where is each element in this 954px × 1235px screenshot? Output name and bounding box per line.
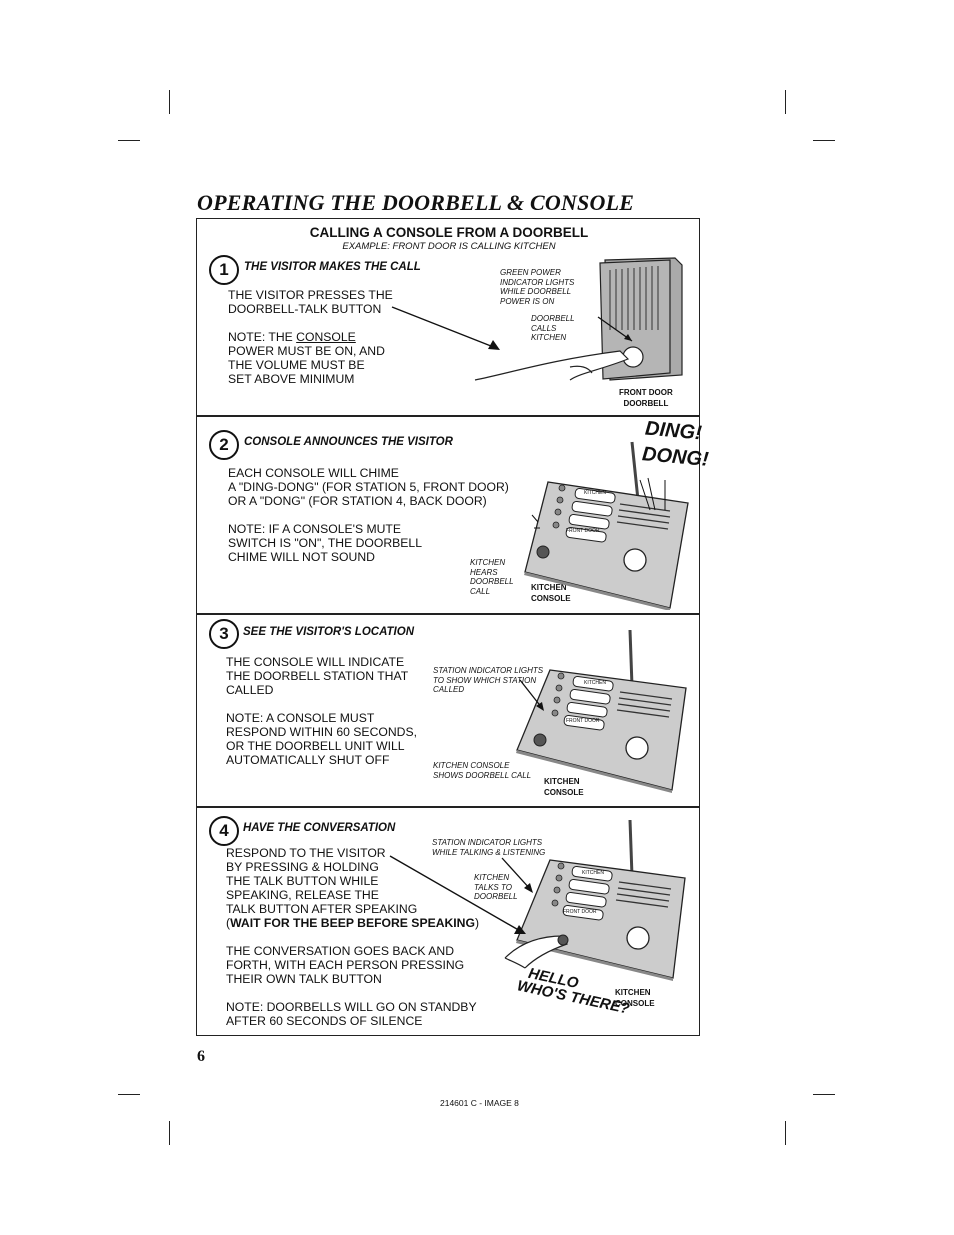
divider [197,415,699,417]
step-note: NOTE: A CONSOLE MUST RESPOND WITHIN 60 S… [226,711,417,767]
step-number: 2 [209,430,239,460]
step-text: THE VISITOR PRESSES THE DOORBELL-TALK BU… [228,288,393,316]
step-text: EACH CONSOLE WILL CHIME A "DING-DONG" (F… [228,466,509,508]
step-body: RESPOND TO THE VISITOR BY PRESSING & HOL… [226,846,479,1042]
step-title: HAVE THE CONVERSATION [243,822,396,834]
caption-calls: DOORBELL CALLS KITCHEN [531,314,575,342]
step-body: THE VISITOR PRESSES THE DOORBELL-TALK BU… [228,288,393,400]
step-text: THE CONSOLE WILL INDICATE THE DOORBELL S… [226,655,409,697]
wait-bold: WAIT FOR THE BEEP BEFORE SPEAKING [230,916,475,930]
step-note: NOTE: IF A CONSOLE'S MUTE SWITCH IS "ON"… [228,522,422,564]
step-note: NOTE: THE CONSOLE POWER MUST BE ON, AND … [228,330,393,386]
device-label: KITCHEN CONSOLE [531,583,571,603]
step-number: 1 [209,255,239,285]
step-text: THE CONVERSATION GOES BACK AND FORTH, WI… [226,944,465,986]
step-number: 4 [209,816,239,846]
step-text: RESPOND TO THE VISITOR BY PRESSING & HOL… [226,846,418,916]
crop-mark [169,1121,170,1145]
caption-indicator: STATION INDICATOR LIGHTS TO SHOW WHICH S… [433,666,544,694]
console-frontdoor-label: FRONT DOOR [563,909,597,915]
step-body: EACH CONSOLE WILL CHIME A "DING-DONG" (F… [228,466,509,578]
step-number: 3 [209,619,239,649]
arrow-icon [391,306,500,350]
crop-mark [118,1094,140,1095]
console-kitchen-label: KITCHEN [584,680,606,686]
crop-mark [813,1094,835,1095]
page-title: OPERATING THE DOORBELL & CONSOLE [197,190,635,215]
step-title: THE VISITOR MAKES THE CALL [244,261,421,273]
divider [197,613,699,615]
doorbell-body-icon [599,257,683,381]
caption-power: GREEN POWER INDICATOR LIGHTS WHILE DOORB… [500,268,575,306]
note-prefix: NOTE: THE [228,330,297,344]
crop-mark [118,140,140,141]
finger-icon [474,350,630,381]
page-number: 6 [197,1048,205,1065]
caption-talks: KITCHEN TALKS TO DOORBELL [474,873,518,901]
console-kitchen-label: KITCHEN [584,490,606,496]
crop-mark [813,140,835,141]
wait-close: ) [474,916,480,930]
crop-mark [169,90,170,114]
divider [197,806,699,808]
console-illustration [524,441,689,610]
note-underlined: CONSOLE [296,330,356,344]
step-body: THE CONSOLE WILL INDICATE THE DOORBELL S… [226,655,417,781]
caption-indicator: STATION INDICATOR LIGHTS WHILE TALKING &… [432,838,546,857]
crop-mark [785,1121,786,1145]
frame-header: CALLING A CONSOLE FROM A DOORBELL EXAMPL… [197,225,701,252]
console-frontdoor-label: FRONT DOOR [566,528,600,534]
doorbell-illustration [474,257,683,381]
caption-hears: KITCHEN HEARS DOORBELL CALL [470,558,514,596]
crop-mark [785,90,786,114]
wait-open: ( [226,916,231,930]
arrow-icon [389,855,526,934]
console-illustration [516,629,687,793]
note-rest: POWER MUST BE ON, AND THE VOLUME MUST BE… [228,344,385,386]
device-label: KITCHEN CONSOLE [615,988,655,1008]
step-title: SEE THE VISITOR'S LOCATION [243,626,414,638]
step-note: NOTE: DOORBELLS WILL GO ON STANDBY AFTER… [226,1000,477,1028]
caption-shows: KITCHEN CONSOLE SHOWS DOORBELL CALL [433,761,532,780]
header-subtitle: EXAMPLE: FRONT DOOR IS CALLING KITCHEN [342,241,556,252]
console-frontdoor-label: FRONT DOOR [566,718,600,724]
instruction-frame: CALLING A CONSOLE FROM A DOORBELL EXAMPL… [196,218,700,1036]
device-label: KITCHEN CONSOLE [544,777,584,797]
step-text-wait: (WAIT FOR THE BEEP BEFORE SPEAKING) [226,916,479,930]
console-illustration [501,819,686,981]
step-title: CONSOLE ANNOUNCES THE VISITOR [244,436,453,448]
console-kitchen-label: KITCHEN [582,870,604,876]
header-title: CALLING A CONSOLE FROM A DOORBELL [309,225,589,240]
device-label: FRONT DOOR DOORBELL [619,388,673,408]
footer-code: 214601 C - IMAGE 8 [440,1098,519,1108]
